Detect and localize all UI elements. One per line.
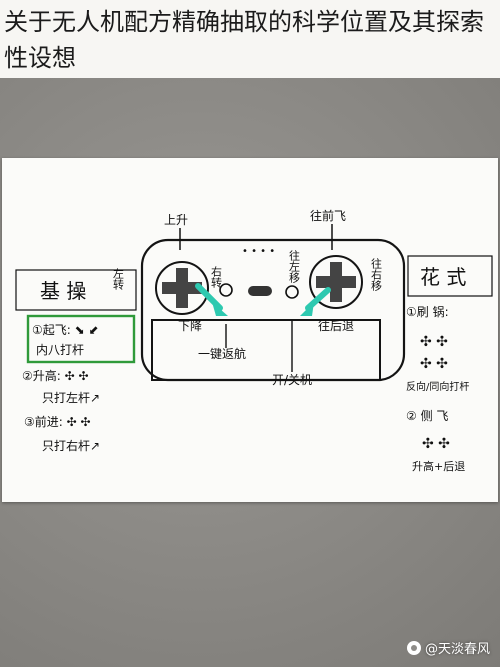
label-left-turn: 左转 (112, 268, 125, 291)
basic-item1-line2: 内八打杆 (36, 343, 84, 357)
center-dots: • • • • (242, 246, 275, 257)
teal-arrow-left (195, 283, 223, 311)
basic-item2-line1: ②升高: ✣ ✣ (22, 368, 89, 383)
fancy-box-border (407, 255, 493, 297)
label-power: 开/关机 (272, 373, 312, 387)
fancy-item2-symbols: ✣ ✣ (422, 436, 450, 452)
fancy-item2: ② 侧 飞 (406, 409, 448, 423)
fancy-item1-caption: 反向/同向打杆 (406, 380, 469, 393)
right-stick-circle (309, 255, 363, 309)
basic-item1-line1: ①起飞: ⬊ ⬋ (32, 323, 99, 337)
fancy-item1-symbols: ✣ ✣ (420, 334, 448, 350)
left-stick-circle (155, 261, 209, 315)
label-right-move: 往右移 (370, 257, 383, 292)
basic-item3-line1: ③前进: ✣ ✣ (24, 414, 91, 429)
right-stick-cross-v (330, 262, 342, 302)
label-back: 往后退 (318, 318, 354, 333)
basic-item3-line2: 只打右杆↗ (42, 438, 100, 453)
basic-box-border (15, 269, 137, 311)
watermark-logo-icon (406, 640, 421, 655)
controller-body (140, 238, 406, 382)
home-button-icon (219, 283, 233, 297)
watermark: @天淡春风 (406, 638, 490, 657)
fancy-item1-symbols-2: ✣ ✣ (420, 356, 448, 372)
basic-box-title: 基 操 (40, 279, 86, 303)
title-bar: 关于无人机配方精确抽取的科学位置及其探索性设想 (0, 0, 500, 78)
paper-sheet: 起 飞 上升 往前飞 左转 右转 下降 往左移 往右移 往后退 • • • • (2, 158, 498, 502)
power-button-icon (285, 285, 299, 299)
article-title: 关于无人机配方精确抽取的科学位置及其探索性设想 (4, 8, 484, 72)
watermark-text: @天淡春风 (424, 642, 490, 657)
center-oval-button (248, 286, 272, 296)
basic-item2-line2: 只打左杆↗ (42, 390, 100, 405)
left-stick-cross-v (176, 268, 188, 308)
label-right-turn: 右转 (210, 265, 223, 289)
fancy-item1: ①刷 锅: (406, 304, 449, 319)
fancy-box-title: 花 式 (420, 265, 466, 289)
fancy-item2-caption: 升高+后退 (412, 459, 465, 473)
hand-drawn-diagram: 起 飞 上升 往前飞 左转 右转 下降 往左移 往右移 往后退 • • • • (15, 208, 493, 473)
label-left-move: 往左移 (288, 249, 301, 284)
green-highlight-box (26, 314, 136, 364)
teal-arrow-left-head (212, 302, 228, 316)
label-one-key-return: 一键返航 (198, 346, 246, 361)
label-down: 下降 (178, 319, 202, 333)
controller-lower-panel (151, 319, 381, 381)
label-up: 上升 (164, 213, 188, 227)
teal-arrow-right-head (300, 302, 314, 316)
label-forward: 往前飞 (310, 208, 346, 223)
